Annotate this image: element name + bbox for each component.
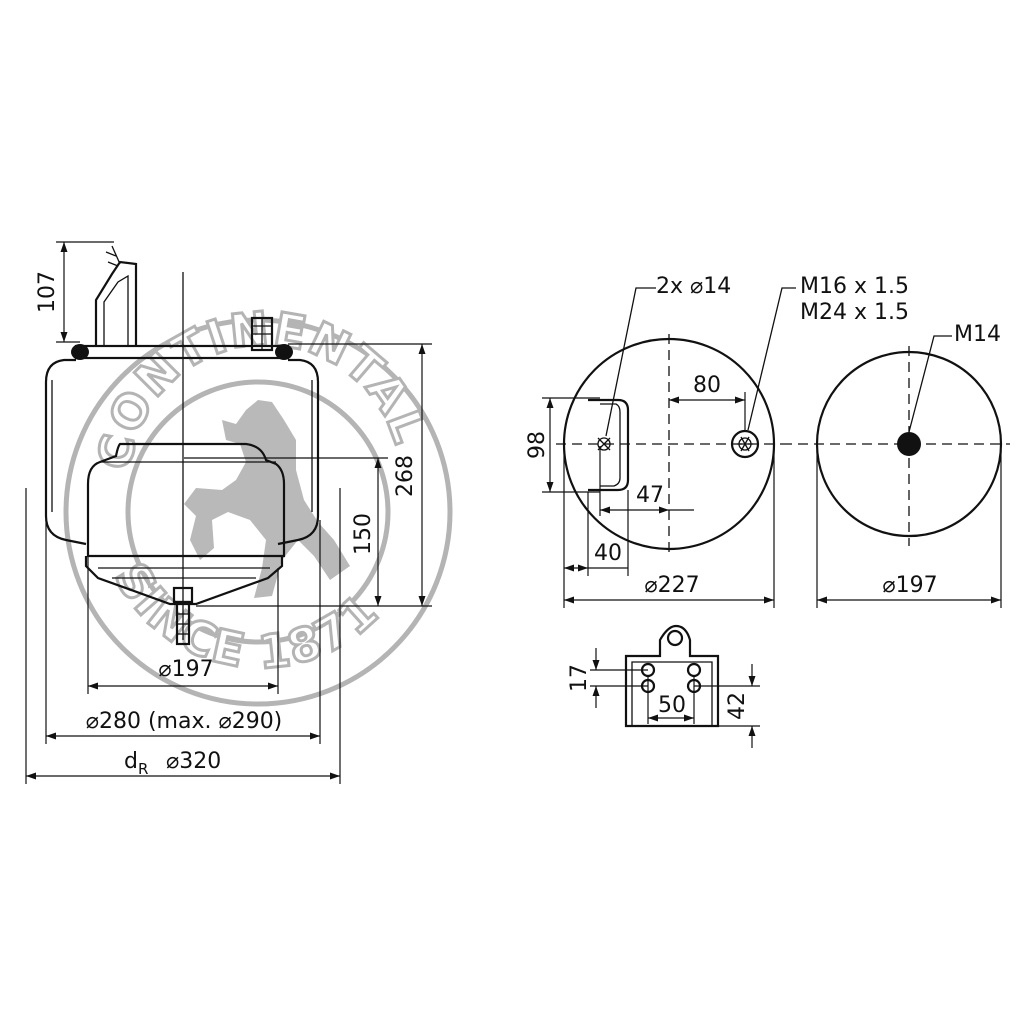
svg-text:150: 150 bbox=[351, 513, 376, 555]
svg-text:17: 17 bbox=[567, 664, 592, 692]
svg-text:50: 50 bbox=[658, 693, 686, 718]
svg-text:⌀320: ⌀320 bbox=[166, 749, 221, 774]
piston bbox=[86, 442, 286, 558]
dimension-150: 150 bbox=[184, 457, 388, 606]
dimension-42: 42 bbox=[694, 664, 760, 748]
dimension-268: 268 bbox=[196, 343, 432, 607]
svg-text:47: 47 bbox=[636, 483, 664, 508]
svg-text:⌀197: ⌀197 bbox=[882, 573, 937, 598]
bead-left bbox=[71, 344, 89, 360]
air-connector bbox=[250, 316, 274, 352]
label-thread-m16: M16 x 1.5 bbox=[800, 274, 909, 299]
svg-text:42: 42 bbox=[725, 692, 750, 720]
dimension-47: 47 bbox=[599, 446, 694, 516]
dimension-40: 40 bbox=[564, 490, 629, 576]
dimension-107: 107 bbox=[35, 241, 114, 343]
dimension-80: 80 bbox=[669, 373, 746, 430]
label-holes: 2x ⌀14 bbox=[656, 274, 731, 299]
svg-text:98: 98 bbox=[525, 431, 550, 459]
svg-text:107: 107 bbox=[35, 271, 60, 313]
air-fitting-icon bbox=[730, 429, 760, 459]
watermark-bottom-text: SINCE 1871 bbox=[104, 553, 389, 679]
bracket-plate bbox=[624, 624, 720, 728]
bellows bbox=[44, 358, 320, 546]
label-m14: M14 bbox=[954, 322, 1001, 347]
bottom-bolt bbox=[172, 586, 194, 646]
dimension-98: 98 bbox=[525, 397, 600, 493]
label-thread-m24: M24 x 1.5 bbox=[800, 300, 909, 325]
dimension-17: 17 bbox=[567, 648, 648, 708]
bolt-m14-icon bbox=[897, 432, 921, 456]
dimension-dia-197-side: ⌀197 bbox=[87, 556, 279, 694]
leader-holes bbox=[605, 287, 656, 437]
svg-text:⌀280 (max. ⌀290): ⌀280 (max. ⌀290) bbox=[86, 709, 283, 734]
dimension-50: 50 bbox=[647, 676, 695, 724]
svg-text:268: 268 bbox=[393, 455, 418, 497]
continental-watermark: CONTINENTAL SINCE 1871 bbox=[63, 299, 453, 707]
horse-logo-icon bbox=[184, 400, 350, 598]
bracket-detail-view: 17 50 42 bbox=[567, 624, 760, 748]
bead-right bbox=[275, 344, 293, 360]
top-plate-view: 2x ⌀14 M16 x 1.5 M24 x 1.5 80 98 47 bbox=[525, 274, 909, 608]
dimension-dr-320: d R ⌀320 bbox=[25, 488, 341, 784]
svg-text:d: d bbox=[124, 749, 138, 774]
top-bracket bbox=[94, 245, 138, 346]
watermark-inner-ring bbox=[125, 379, 391, 645]
bottom-plate-view: M14 ⌀197 bbox=[782, 322, 1010, 608]
dimension-dia-227: ⌀227 bbox=[563, 444, 775, 608]
svg-text:R: R bbox=[138, 760, 148, 778]
dimension-dia-280: ⌀280 (max. ⌀290) bbox=[45, 520, 321, 744]
bracket-hole-icon bbox=[686, 662, 702, 678]
side-view: 107 268 150 ⌀197 ⌀280 (max. ⌀290) bbox=[25, 241, 432, 784]
mount-hole-icon bbox=[597, 437, 611, 451]
top-plate-bracket bbox=[588, 398, 630, 492]
leader-threads bbox=[747, 287, 796, 431]
watermark-outer-ring bbox=[63, 317, 453, 707]
leader-m14 bbox=[908, 335, 952, 433]
svg-text:⌀197: ⌀197 bbox=[158, 657, 213, 682]
dimension-dia-197-bottom: ⌀197 bbox=[816, 450, 1002, 608]
svg-text:⌀227: ⌀227 bbox=[644, 573, 699, 598]
svg-text:80: 80 bbox=[693, 373, 721, 398]
bracket-top-hole-icon bbox=[666, 629, 684, 647]
svg-text:40: 40 bbox=[594, 541, 622, 566]
